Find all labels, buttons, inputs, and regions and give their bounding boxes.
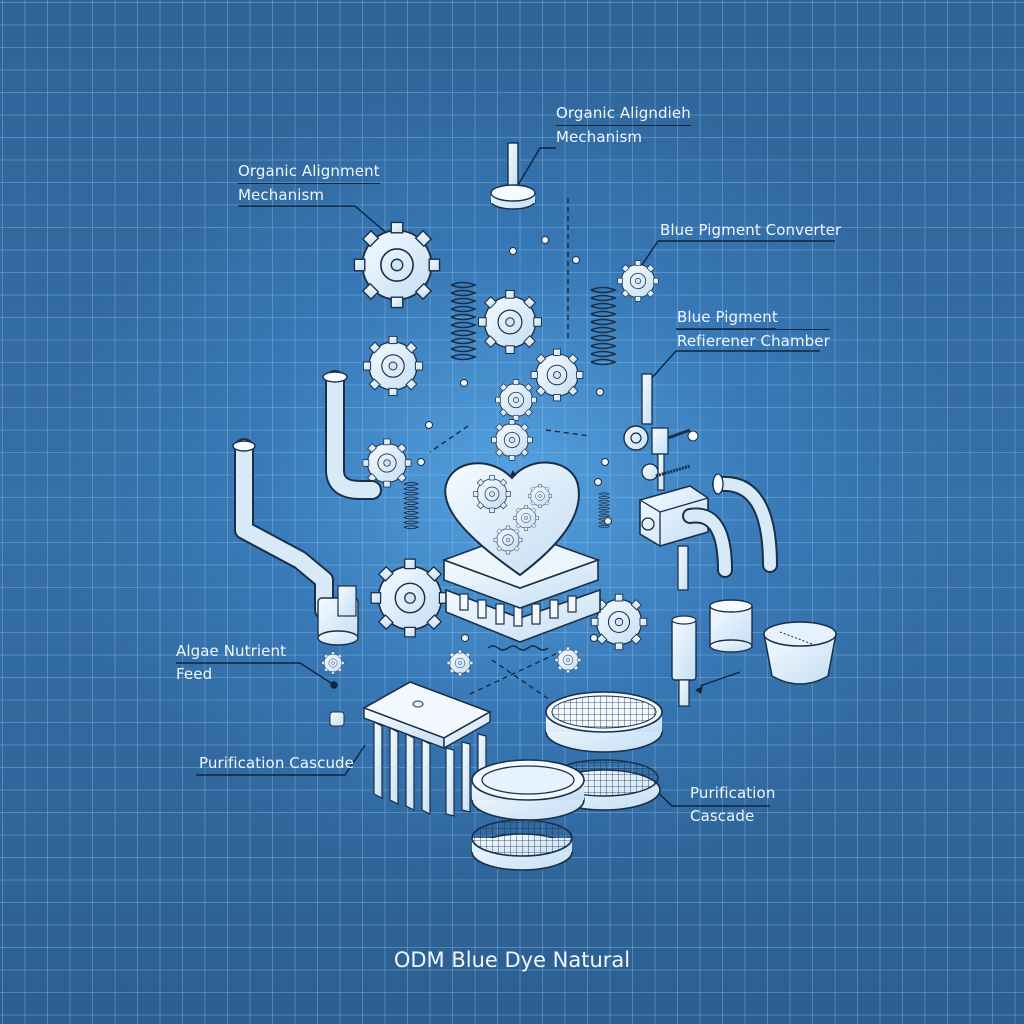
pin-manifold — [329, 681, 492, 817]
label-line: Mechanism — [556, 128, 643, 146]
label-line: Blue Pigment — [677, 306, 830, 330]
label-line: Feed — [176, 665, 213, 683]
filter-stack — [471, 691, 663, 871]
piston-rod-top — [490, 142, 536, 210]
heart-core — [441, 461, 601, 643]
label-line: Purification Cascude — [199, 754, 354, 772]
valve-assembly — [623, 373, 778, 591]
pipe-coupling — [317, 585, 359, 646]
label-purification-cascade: Purification Cascade — [690, 782, 775, 828]
label-organic-alignment-left: Organic Alignment Mechanism — [238, 160, 380, 207]
label-line: Cascade — [690, 807, 755, 825]
pipe-elbows — [232, 370, 382, 620]
label-line: Blue Pigment Converter — [660, 221, 842, 239]
cylinder-parts — [671, 599, 837, 707]
label-blue-pigment-chamber: Blue Pigment Refierener Chamber — [677, 306, 830, 353]
label-line: Refierener Chamber — [677, 332, 830, 350]
gear-large — [353, 221, 441, 309]
label-purification-cascude: Purification Cascude — [199, 752, 354, 775]
label-organic-alignment-top: Organic Aligndieh Mechanism — [556, 102, 691, 149]
label-line: Organic Alignment — [238, 160, 380, 184]
label-line: Purification — [690, 784, 776, 802]
label-line: Algae Nutrient — [176, 642, 287, 660]
label-algae-nutrient-feed: Algae Nutrient Feed — [176, 640, 286, 686]
label-line: Mechanism — [238, 186, 325, 204]
label-line: Organic Aligndieh — [556, 102, 691, 126]
label-blue-pigment-converter: Blue Pigment Converter — [660, 219, 841, 242]
diagram-title: ODM Blue Dye Natural — [393, 948, 631, 972]
